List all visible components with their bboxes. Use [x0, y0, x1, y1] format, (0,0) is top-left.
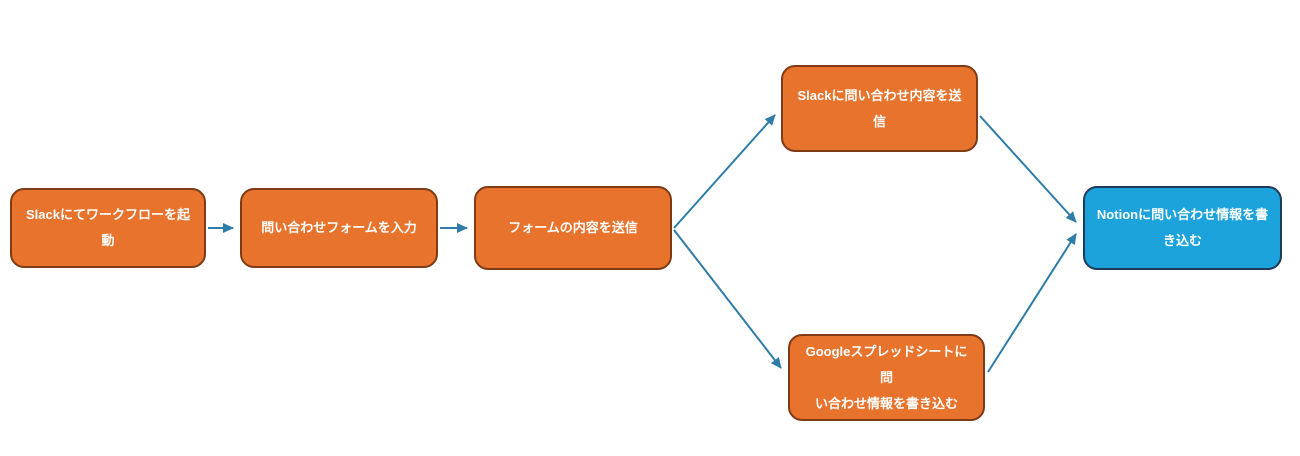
edge-spreadsheet-to-notion	[987, 233, 1077, 373]
edge-send-to-slack-notify	[673, 114, 776, 229]
node-label: Slackにてワークフローを起動	[26, 207, 190, 248]
node-label: Googleスプレッドシートに問 い合わせ情報を書き込む	[805, 343, 968, 411]
node-inquiry-form-input[interactable]: 問い合わせフォームを入力	[240, 188, 438, 268]
node-form-submit[interactable]: フォームの内容を送信	[474, 186, 672, 270]
node-label: フォームの内容を送信	[508, 220, 638, 235]
node-label: Slackに問い合わせ内容を送信	[797, 87, 962, 129]
node-notion-write[interactable]: Notionに問い合わせ情報を書 き込む	[1083, 186, 1282, 270]
node-label: Notionに問い合わせ情報を書 き込む	[1096, 207, 1269, 248]
node-google-spreadsheet-write[interactable]: Googleスプレッドシートに問 い合わせ情報を書き込む	[788, 334, 985, 421]
edge-slack-notify-to-notion	[979, 115, 1077, 223]
node-slack-send-inquiry[interactable]: Slackに問い合わせ内容を送信	[781, 65, 978, 152]
edge-send-to-spreadsheet	[673, 229, 782, 369]
node-slack-workflow-start[interactable]: Slackにてワークフローを起動	[10, 188, 206, 268]
node-label: 問い合わせフォームを入力	[261, 220, 417, 235]
